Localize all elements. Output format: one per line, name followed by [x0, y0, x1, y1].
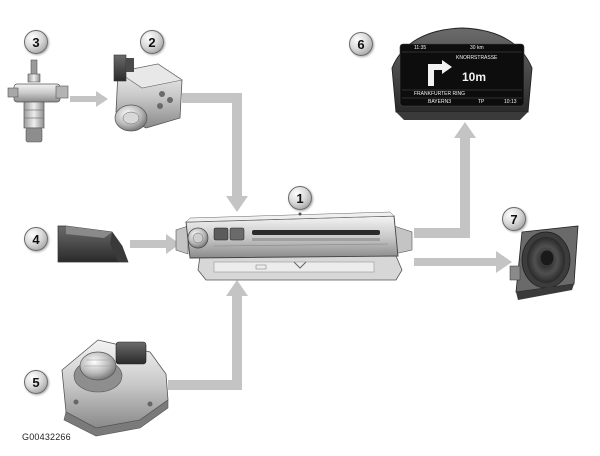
- marker-7: 7: [502, 207, 526, 231]
- screen-distance: 30 km: [470, 45, 484, 51]
- marker-3: 3: [24, 30, 48, 54]
- display-screen: [399, 43, 525, 107]
- component-head-unit: [175, 211, 413, 281]
- component-display: [391, 27, 533, 120]
- arrow-2-to-1: [182, 93, 248, 212]
- screen-street-bottom: FRANKFURTER RING: [414, 91, 466, 97]
- screen-turn-distance: 10m: [462, 70, 487, 84]
- component-trim-panel: [57, 225, 129, 263]
- marker-5: 5: [24, 370, 48, 394]
- marker-4: 4: [24, 227, 48, 251]
- screen-station: BAYERN3: [428, 99, 451, 105]
- component-sensor-valve: [7, 59, 69, 143]
- arrow-4-to-1: [130, 234, 180, 254]
- marker-2: 2: [140, 30, 164, 54]
- arrow-3-to-2: [70, 91, 108, 107]
- screen-time: 11:35: [414, 45, 427, 51]
- component-hydraulic-unit: [113, 54, 183, 132]
- turn-right-icon: [428, 60, 452, 86]
- screen-street-top: KNORRSTRASSE: [456, 55, 498, 61]
- arrow-5-to-1: [168, 280, 248, 390]
- marker-1: 1: [288, 186, 312, 210]
- screen-clock: 10:13: [504, 99, 517, 105]
- arrow-1-to-7: [414, 251, 512, 273]
- screen-tp: TP: [478, 99, 485, 105]
- marker-6: 6: [349, 32, 373, 56]
- arrow-1-to-6: [414, 122, 476, 238]
- figure-code: G00432266: [22, 432, 71, 442]
- connector-arrows: [70, 91, 512, 390]
- component-controller: [61, 339, 169, 437]
- component-speaker: [509, 225, 579, 300]
